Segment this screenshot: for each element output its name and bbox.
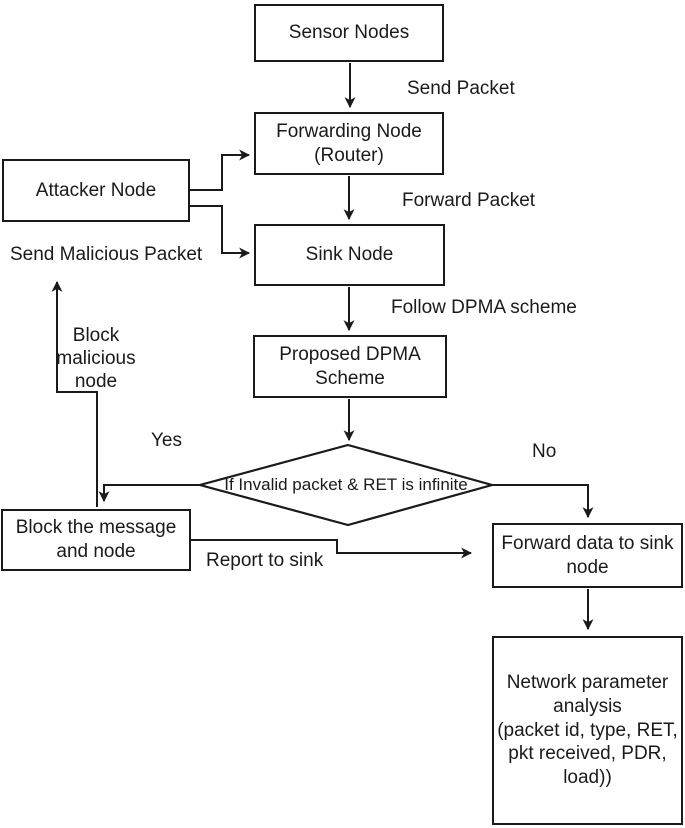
node-proposed-dpma-scheme: Proposed DPMA Scheme: [253, 335, 447, 398]
node-block-message-and-node: Block the message and node: [1, 509, 191, 571]
edge-label-send-malicious-packet: Send Malicious Packet: [10, 244, 203, 265]
node-forwarding-node-router: Forwarding Node (Router): [254, 112, 444, 175]
edge-report-to-sink: [191, 539, 473, 559]
edge-decision-no-to-forward-data: [492, 484, 594, 519]
node-attacker-node: Attacker Node: [2, 159, 190, 222]
edge-label-follow-dpma-scheme: Follow DPMA scheme: [391, 297, 577, 318]
decision-diamond-shape: [195, 443, 497, 527]
edge-attacker-to-sink: [190, 205, 251, 259]
node-forward-data-to-sink: Forward data to sink node: [492, 523, 683, 588]
decision-condition-text: If Invalid packet & RET is infinite: [224, 475, 468, 494]
edge-label-yes: Yes: [151, 430, 182, 451]
edge-label-report-to-sink: Report to sink: [206, 550, 324, 571]
edge-label-block-malicious-node: Block malicious node: [56, 325, 136, 393]
edge-attacker-to-forwarding: [190, 149, 251, 191]
edge-label-forward-packet: Forward Packet: [402, 190, 536, 211]
edge-block-malicious-node-up: [51, 280, 98, 507]
edge-label-no: No: [532, 441, 557, 462]
node-network-parameter-analysis: Network parameter analysis (packet id, t…: [492, 636, 683, 825]
edge-label-send-packet: Send Packet: [407, 78, 515, 99]
node-sink-node: Sink Node: [254, 224, 445, 286]
edge-decision-yes-to-block: [98, 484, 200, 503]
node-sensor-nodes: Sensor Nodes: [254, 4, 444, 62]
